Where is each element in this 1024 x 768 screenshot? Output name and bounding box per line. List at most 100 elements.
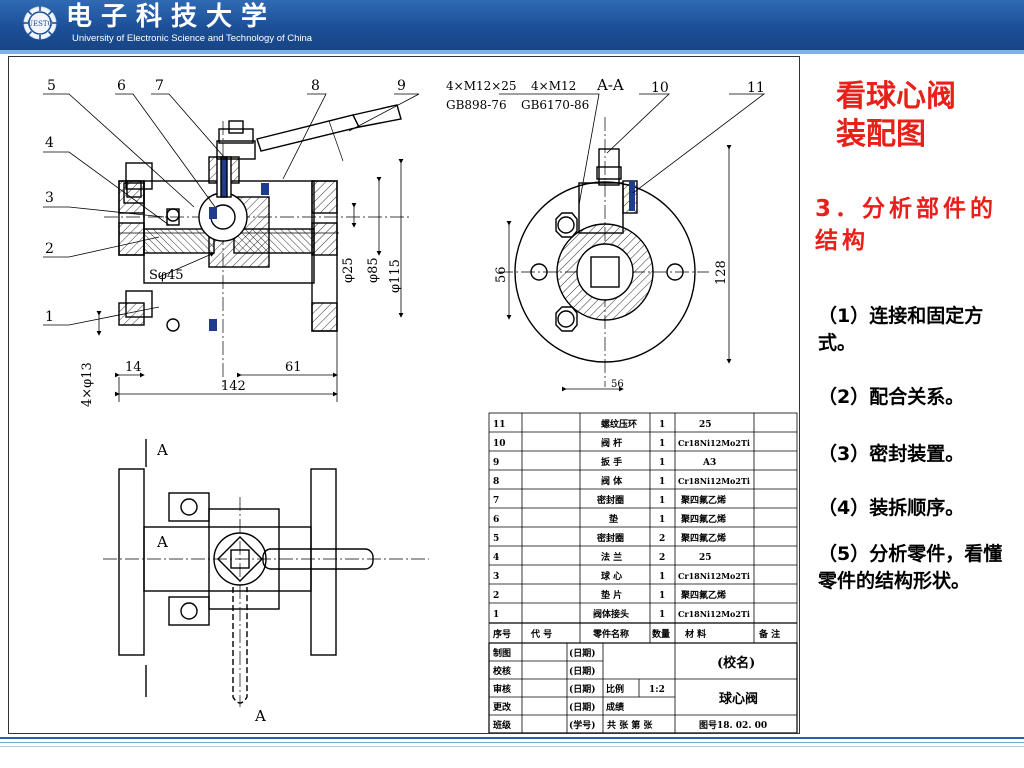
row-11-no: 11	[493, 420, 506, 430]
row-7-material: 聚四氟乙烯	[680, 494, 726, 506]
row-9-name: 扳 手	[601, 456, 622, 468]
row-9-no: 9	[493, 458, 499, 468]
tb-role-checker: 校核	[493, 665, 511, 677]
dim-d25: φ25	[341, 257, 356, 283]
view-marker-middle: A	[156, 533, 168, 551]
callout-3: 3	[45, 190, 54, 206]
footer-divider-light	[0, 746, 1024, 747]
std-note-1: GB898-76	[446, 98, 507, 112]
row-2-no: 2	[493, 591, 499, 601]
row-5-qty: 2	[659, 534, 665, 544]
tb-tag-checker: (日期)	[569, 665, 596, 677]
row-1-material: Cr18Ni12Mo2Ti	[678, 609, 750, 619]
row-6-material: 聚四氟乙烯	[680, 513, 726, 525]
dim-14: 14	[125, 360, 142, 375]
row-3-material: Cr18Ni12Mo2Ti	[678, 571, 750, 581]
top-view	[103, 439, 429, 707]
row-10-no: 10	[493, 439, 506, 449]
header-note: 备 注	[758, 628, 780, 640]
title-block	[488, 642, 798, 733]
row-8-no: 8	[493, 477, 499, 487]
logo-text: UESTC	[27, 20, 53, 28]
dim-d85: φ85	[366, 257, 381, 283]
section-aa-text: 4×M12×25 4×M12 GB898-76 GB6170-86 A-A 56…	[446, 76, 729, 390]
row-2-name: 垫 片	[601, 589, 622, 601]
tb-tag-class: (学号)	[569, 719, 596, 731]
bullet-3: （3）密封装置。	[818, 443, 965, 465]
tb-scale-label: 比例	[606, 683, 624, 695]
header-qty: 数量	[652, 628, 670, 640]
section-aa-dimensions	[499, 93, 766, 392]
tb-scale-value: 1:2	[649, 685, 665, 695]
row-5-name: 密封圈	[596, 532, 624, 544]
university-logo-icon: UESTC	[23, 6, 57, 40]
header-stripe	[0, 50, 1024, 54]
tb-tag-drafter: (日期)	[569, 647, 596, 659]
university-name-en: University of Electronic Science and Tec…	[72, 33, 313, 44]
header-name: 零件名称	[592, 628, 629, 640]
tb-role-revision: 更改	[493, 701, 512, 713]
row-10-material: Cr18Ni12Mo2Ti	[678, 438, 750, 448]
header-material: 材 料	[684, 628, 706, 640]
bullet-1: （1）连接和固定方式。	[818, 305, 984, 354]
callout-7: 7	[155, 78, 164, 94]
row-7-qty: 1	[659, 496, 665, 506]
footer-divider-thin	[0, 742, 1024, 743]
tb-tag-revision: (日期)	[569, 701, 596, 713]
row-2-qty: 1	[659, 591, 665, 601]
part-callout-labels: 5 6 7 8 9 4 3 2 1 10 11	[45, 78, 765, 325]
row-9-qty: 1	[659, 458, 665, 468]
callout-10: 10	[651, 80, 669, 96]
row-2-material: 聚四氟乙烯	[680, 589, 726, 601]
section-heading: 3．分析部件的结构	[815, 196, 998, 254]
row-11-name: 螺纹压环	[601, 418, 637, 430]
bullet-5: （5）分析零件，看懂零件的结构形状。	[818, 543, 1003, 592]
slide-title-line1: 看球心阀	[836, 79, 956, 114]
dim-d115: φ115	[388, 259, 403, 293]
row-1-name: 阀体接头	[593, 608, 629, 620]
dim-sphere-45: Sφ45	[149, 268, 184, 283]
bolt-note-2: 4×M12	[531, 79, 576, 93]
row-4-no: 4	[493, 553, 499, 563]
bullet-2: （2）配合关系。	[818, 386, 965, 408]
tb-sheets: 共 张 第 张	[607, 719, 653, 731]
slide-title: 看球心阀 装配图	[836, 78, 1016, 154]
callout-2: 2	[45, 241, 54, 257]
university-name-cn: 电子科技大学	[66, 2, 277, 32]
dim-56-horizontal: 56	[611, 379, 624, 390]
row-4-qty: 2	[659, 553, 665, 563]
row-4-name: 法 兰	[601, 551, 622, 563]
dim-142: 142	[221, 379, 246, 394]
view-marker-top: A	[156, 441, 168, 459]
row-4-material: 25	[699, 553, 712, 563]
row-3-no: 3	[493, 572, 499, 582]
row-3-qty: 1	[659, 572, 665, 582]
row-1-qty: 1	[659, 610, 665, 620]
callout-9: 9	[397, 78, 406, 94]
slide-title-line2: 装配图	[836, 117, 926, 152]
tb-role-class: 班级	[493, 719, 512, 731]
callout-4: 4	[45, 135, 54, 151]
row-6-no: 6	[493, 515, 499, 525]
row-6-name: 垫	[609, 513, 618, 525]
tb-tag-reviewer: (日期)	[569, 683, 596, 695]
tb-drawing-name: 球心阀	[719, 691, 758, 707]
section-label-aa: A-A	[596, 76, 624, 94]
std-note-2: GB6170-86	[521, 98, 589, 112]
callout-8: 8	[311, 78, 320, 94]
part-callouts	[43, 93, 420, 326]
row-5-no: 5	[493, 534, 499, 544]
dim-56-vertical: 56	[494, 266, 509, 283]
row-8-qty: 1	[659, 477, 665, 487]
tb-role-drafter: 制图	[493, 647, 511, 659]
header-code: 代 号	[530, 628, 552, 640]
dim-61: 61	[285, 360, 302, 375]
row-10-name: 阀 杆	[601, 437, 622, 449]
parts-table-text: 11 螺纹压环 1 25 10 阀 杆 1 Cr18Ni12Mo2Ti 9 扳 …	[493, 418, 780, 640]
callout-11: 11	[747, 80, 765, 96]
tb-school: (校名)	[717, 655, 755, 671]
drawing-canvas: 5 6 7 8 9 4 3 2 1 10 11 142 61 14 Sφ45 φ…	[43, 76, 798, 733]
assembly-drawing: 5 6 7 8 9 4 3 2 1 10 11 142 61 14 Sφ45 φ…	[8, 56, 800, 734]
view-marker-bottom: A	[254, 707, 266, 725]
front-view-dimensions	[96, 159, 404, 402]
